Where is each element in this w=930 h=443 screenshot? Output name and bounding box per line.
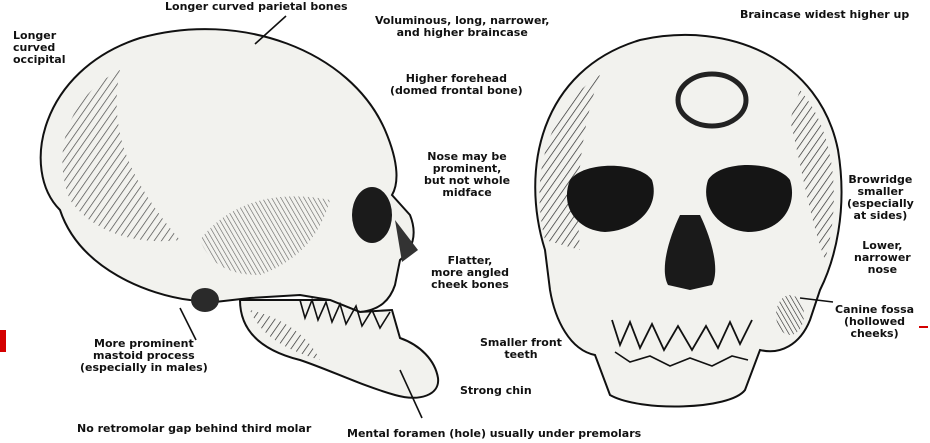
label-nose-side: Nose may be prominent, but not whole mid…: [424, 151, 510, 199]
label-nose-front: Lower, narrower nose: [854, 240, 911, 276]
side-mastoid: [191, 288, 219, 312]
label-cheek: Flatter, more angled cheek bones: [431, 255, 509, 291]
right-edge-marker: [919, 326, 928, 328]
label-occipital: Longer curved occipital: [13, 30, 65, 66]
side-mandible: [240, 300, 438, 398]
label-retromolar: No retromolar gap behind third molar: [77, 423, 311, 435]
label-braincase: Voluminous, long, narrower, and higher b…: [375, 15, 549, 39]
label-forehead: Higher forehead (domed frontal bone): [390, 73, 523, 97]
front-canine-fossa: [776, 295, 804, 335]
leader-mastoid: [180, 308, 196, 340]
left-edge-marker: [0, 330, 6, 352]
label-mastoid: More prominent mastoid process (especial…: [80, 338, 208, 374]
label-braincase-wide: Braincase widest higher up: [740, 9, 909, 21]
side-orbit: [352, 187, 392, 243]
label-canine: Canine fossa (hollowed cheeks): [835, 304, 914, 340]
label-chin: Strong chin: [460, 385, 532, 397]
label-browridge: Browridge smaller (especially at sides): [847, 174, 914, 222]
label-mental: Mental foramen (hole) usually under prem…: [347, 428, 641, 440]
label-front-teeth: Smaller front teeth: [480, 337, 562, 361]
label-parietal: Longer curved parietal bones: [165, 1, 348, 13]
front-skull: [535, 35, 841, 407]
